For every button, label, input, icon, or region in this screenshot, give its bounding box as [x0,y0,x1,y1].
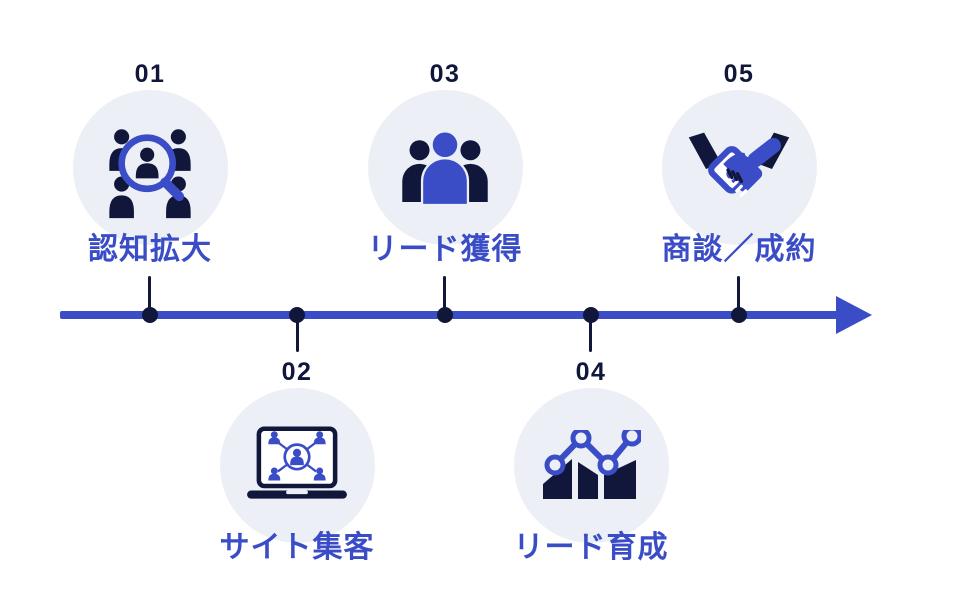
step-circle [72,90,228,245]
timeline-dot-01 [142,307,158,323]
timeline-connector-02 [296,315,299,352]
step-label: 商談／成約 [661,233,817,266]
growth-chart-icon [543,429,641,499]
step-number: 04 [575,358,607,386]
step-label: サイト集客 [219,531,375,564]
audience-search-icon [109,128,191,218]
timeline-dot-02 [289,307,305,323]
step-label: リード獲得 [367,233,523,266]
step-label: 認知拡大 [88,233,212,266]
step-circle [219,388,375,543]
timeline-connector-05 [737,276,740,315]
step-number: 02 [281,358,313,386]
step-circle [367,90,523,245]
step-05: 05 [624,60,854,267]
step-circle [661,90,817,245]
timeline-arrowhead-icon [836,296,872,334]
laptop-network-icon [247,426,347,499]
step-number: 05 [723,60,755,88]
step-03: 03 リード獲得 [330,60,560,267]
step-02: 02 [182,358,412,565]
timeline-dot-05 [731,307,747,323]
step-circle [513,388,669,543]
step-number: 01 [134,60,166,88]
step-number: 03 [429,60,461,88]
timeline-connector-04 [589,315,592,352]
timeline-dot-04 [583,307,599,323]
step-label: リード育成 [513,531,669,564]
people-group-icon [402,131,488,204]
timeline-connector-03 [443,276,446,315]
timeline-dot-03 [437,307,453,323]
handshake-icon [688,132,790,197]
step-01: 01 認知拡大 [35,60,265,267]
timeline-connector-01 [148,276,151,315]
step-04: 04 リード育成 [476,358,706,565]
